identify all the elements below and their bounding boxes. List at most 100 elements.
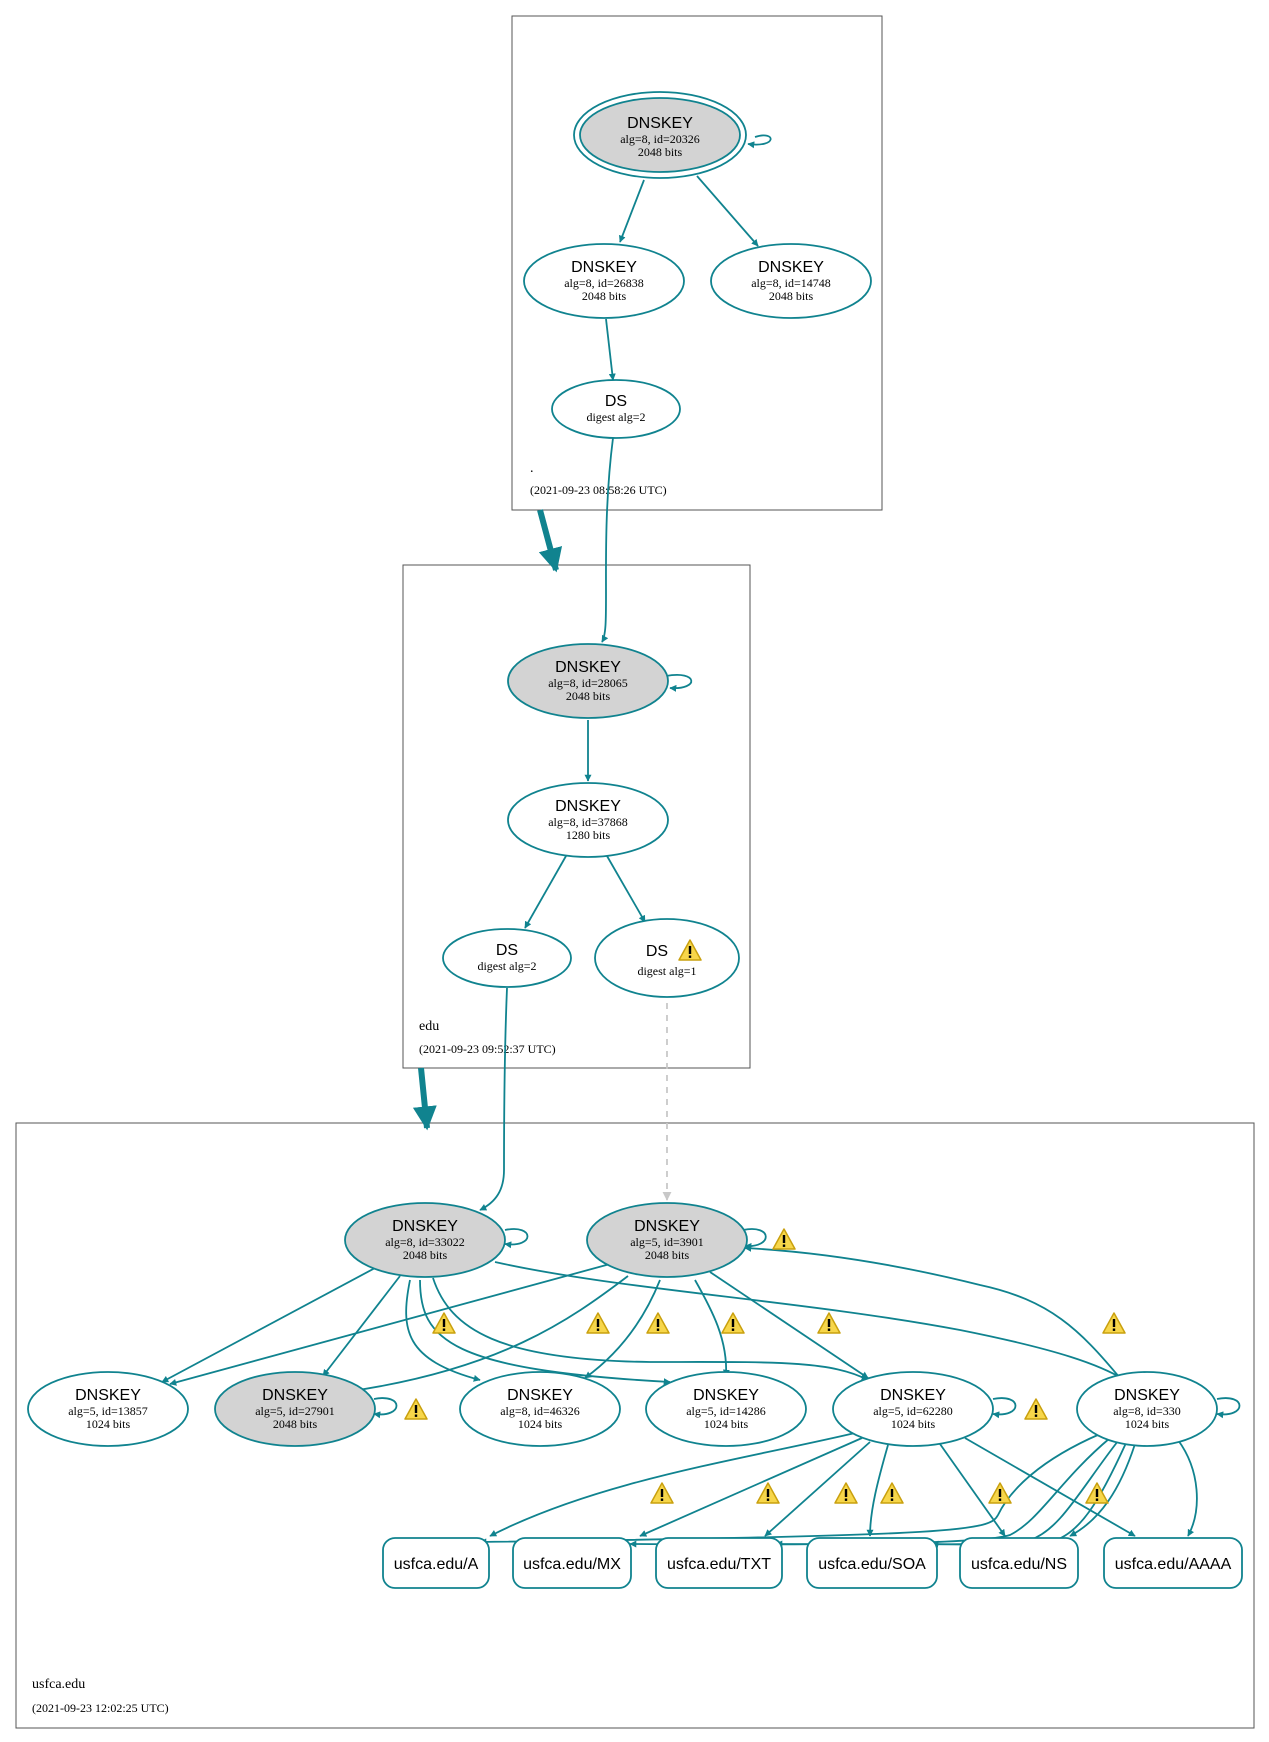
node-title: DNSKEY xyxy=(571,259,637,276)
edge-k3901-self xyxy=(742,1228,767,1250)
zone-usfca-time: (2021-09-23 12:02:25 UTC) xyxy=(32,1701,169,1715)
node-root-zsk1[interactable]: DNSKEY alg=8, id=26838 2048 bits xyxy=(523,243,685,319)
edge-k33022-to-k27901 xyxy=(322,1275,401,1377)
node-k13857[interactable]: DNSKEY alg=5, id=13857 1024 bits xyxy=(27,1371,189,1447)
edge-k33022-to-k13857 xyxy=(161,1267,376,1383)
node-title: DS xyxy=(646,943,668,960)
node-title: DNSKEY xyxy=(1114,1387,1180,1404)
warning-triangle-icon[interactable] xyxy=(988,1482,1012,1504)
node-detail: digest alg=2 xyxy=(477,959,536,973)
edges xyxy=(161,134,1241,1548)
node-size: 2048 bits xyxy=(403,1248,448,1262)
warning-triangle-icon[interactable] xyxy=(650,1482,674,1504)
node-detail: alg=8, id=26838 xyxy=(564,276,644,290)
edge-edu-ds2-to-k33022 xyxy=(479,987,508,1211)
warning-triangle-icon[interactable] xyxy=(1102,1312,1126,1334)
edge-k3901-to-k46326 xyxy=(584,1279,661,1379)
edge-edu-ksk-self xyxy=(665,674,693,692)
rrset-mx[interactable]: usfca.edu/MX xyxy=(512,1537,632,1589)
node-edu-zsk[interactable]: DNSKEY alg=8, id=37868 1280 bits xyxy=(507,782,669,858)
edge-k330-to-k3901 xyxy=(744,1244,1121,1379)
node-title: DNSKEY xyxy=(880,1387,946,1404)
node-size: 1024 bits xyxy=(86,1417,131,1431)
node-k3901[interactable]: DNSKEY alg=5, id=3901 2048 bits xyxy=(586,1202,748,1278)
node-size: 2048 bits xyxy=(638,145,683,159)
node-title: DS xyxy=(496,942,518,959)
zone-root-box: . (2021-09-23 08:58:26 UTC) xyxy=(511,15,883,511)
node-title: DNSKEY xyxy=(634,1218,700,1235)
edge-root-ksk-to-zsk2 xyxy=(696,175,759,247)
node-size: 1024 bits xyxy=(704,1417,749,1431)
rrset-label: usfca.edu/MX xyxy=(523,1556,621,1573)
node-edu-ds1[interactable]: DS digest alg=1 xyxy=(594,918,740,998)
delegation-root-to-edu xyxy=(537,509,563,573)
edge-k330-to-aaaa xyxy=(1177,1439,1198,1537)
node-detail: alg=5, id=62280 xyxy=(873,1404,953,1418)
edge-k62280-to-soa xyxy=(866,1444,889,1537)
edge-edu-zsk-to-ds2 xyxy=(524,855,567,929)
node-edu-ksk[interactable]: DNSKEY alg=8, id=28065 2048 bits xyxy=(507,643,669,719)
warning-triangle-icon[interactable] xyxy=(721,1312,745,1334)
warning-triangle-icon[interactable] xyxy=(834,1482,858,1504)
node-size: 2048 bits xyxy=(769,289,814,303)
warning-triangle-icon[interactable] xyxy=(817,1312,841,1334)
node-size: 2048 bits xyxy=(645,1248,690,1262)
warning-triangle-icon[interactable] xyxy=(646,1312,670,1334)
edge-k3901-to-k62280 xyxy=(709,1271,869,1379)
edge-k330-to-txt xyxy=(775,1440,1119,1548)
warning-triangle-icon[interactable] xyxy=(586,1312,610,1334)
node-title: DNSKEY xyxy=(392,1218,458,1235)
node-k14286[interactable]: DNSKEY alg=5, id=14286 1024 bits xyxy=(645,1371,807,1447)
edge-root-ksk-self xyxy=(747,134,772,149)
node-root-ksk[interactable]: DNSKEY alg=8, id=20326 2048 bits xyxy=(573,91,747,179)
edge-k33022-to-k62280 xyxy=(432,1277,869,1381)
node-title: DNSKEY xyxy=(507,1387,573,1404)
warning-triangle-icon[interactable] xyxy=(1024,1398,1048,1420)
node-size: 1280 bits xyxy=(566,828,611,842)
edge-root-zsk1-to-ds xyxy=(605,318,616,381)
node-size: 1024 bits xyxy=(1125,1417,1170,1431)
node-k27901[interactable]: DNSKEY alg=5, id=27901 2048 bits xyxy=(214,1371,376,1447)
zone-edu-time: (2021-09-23 09:52:37 UTC) xyxy=(419,1042,556,1056)
node-detail: digest alg=2 xyxy=(586,410,645,424)
zone-root-time: (2021-09-23 08:58:26 UTC) xyxy=(530,483,667,497)
node-detail: alg=8, id=20326 xyxy=(620,132,700,146)
edge-k3901-to-k13857 xyxy=(169,1263,611,1386)
edge-root-ksk-to-zsk1 xyxy=(619,179,645,243)
rrset-aaaa[interactable]: usfca.edu/AAAA xyxy=(1103,1537,1243,1589)
warning-triangle-icon[interactable] xyxy=(880,1482,904,1504)
node-k46326[interactable]: DNSKEY alg=8, id=46326 1024 bits xyxy=(459,1371,621,1447)
edge-k3901-to-k27901 xyxy=(344,1275,629,1395)
rrset-label: usfca.edu/AAAA xyxy=(1115,1556,1232,1573)
node-k330[interactable]: DNSKEY alg=8, id=330 1024 bits xyxy=(1076,1371,1218,1447)
node-title: DNSKEY xyxy=(555,798,621,815)
node-detail: alg=8, id=330 xyxy=(1113,1404,1181,1418)
node-detail: alg=5, id=14286 xyxy=(686,1404,766,1418)
node-detail: alg=5, id=27901 xyxy=(255,1404,335,1418)
rrset-a[interactable]: usfca.edu/A xyxy=(382,1537,490,1589)
node-detail: alg=5, id=13857 xyxy=(68,1404,148,1418)
node-detail: alg=8, id=33022 xyxy=(385,1235,465,1249)
zone-usfca-box: usfca.edu (2021-09-23 12:02:25 UTC) xyxy=(15,1122,1255,1729)
warning-triangle-icon[interactable] xyxy=(432,1312,456,1334)
node-detail: alg=5, id=3901 xyxy=(630,1235,704,1249)
rrset-ns[interactable]: usfca.edu/NS xyxy=(959,1537,1079,1589)
rrset-soa[interactable]: usfca.edu/SOA xyxy=(806,1537,938,1589)
node-k62280[interactable]: DNSKEY alg=5, id=62280 1024 bits xyxy=(832,1371,994,1447)
rrset-label: usfca.edu/TXT xyxy=(667,1556,771,1573)
edge-k62280-to-ns xyxy=(939,1443,1006,1537)
warning-triangle-icon[interactable] xyxy=(404,1398,428,1420)
node-size: 2048 bits xyxy=(566,689,611,703)
edge-k27901-self xyxy=(373,1397,398,1419)
edge-k33022-to-k330 xyxy=(494,1261,1126,1381)
warning-triangle-icon[interactable] xyxy=(756,1482,780,1504)
rrset-label: usfca.edu/NS xyxy=(971,1556,1067,1573)
warning-triangle-icon[interactable] xyxy=(772,1228,796,1250)
node-edu-ds2[interactable]: DS digest alg=2 xyxy=(442,928,572,988)
node-k33022[interactable]: DNSKEY alg=8, id=33022 2048 bits xyxy=(344,1202,506,1278)
node-root-zsk2[interactable]: DNSKEY alg=8, id=14748 2048 bits xyxy=(710,243,872,319)
edge-k62280-self xyxy=(992,1397,1017,1419)
rrset-txt[interactable]: usfca.edu/TXT xyxy=(655,1537,783,1589)
node-root-ds[interactable]: DS digest alg=2 xyxy=(551,379,681,439)
